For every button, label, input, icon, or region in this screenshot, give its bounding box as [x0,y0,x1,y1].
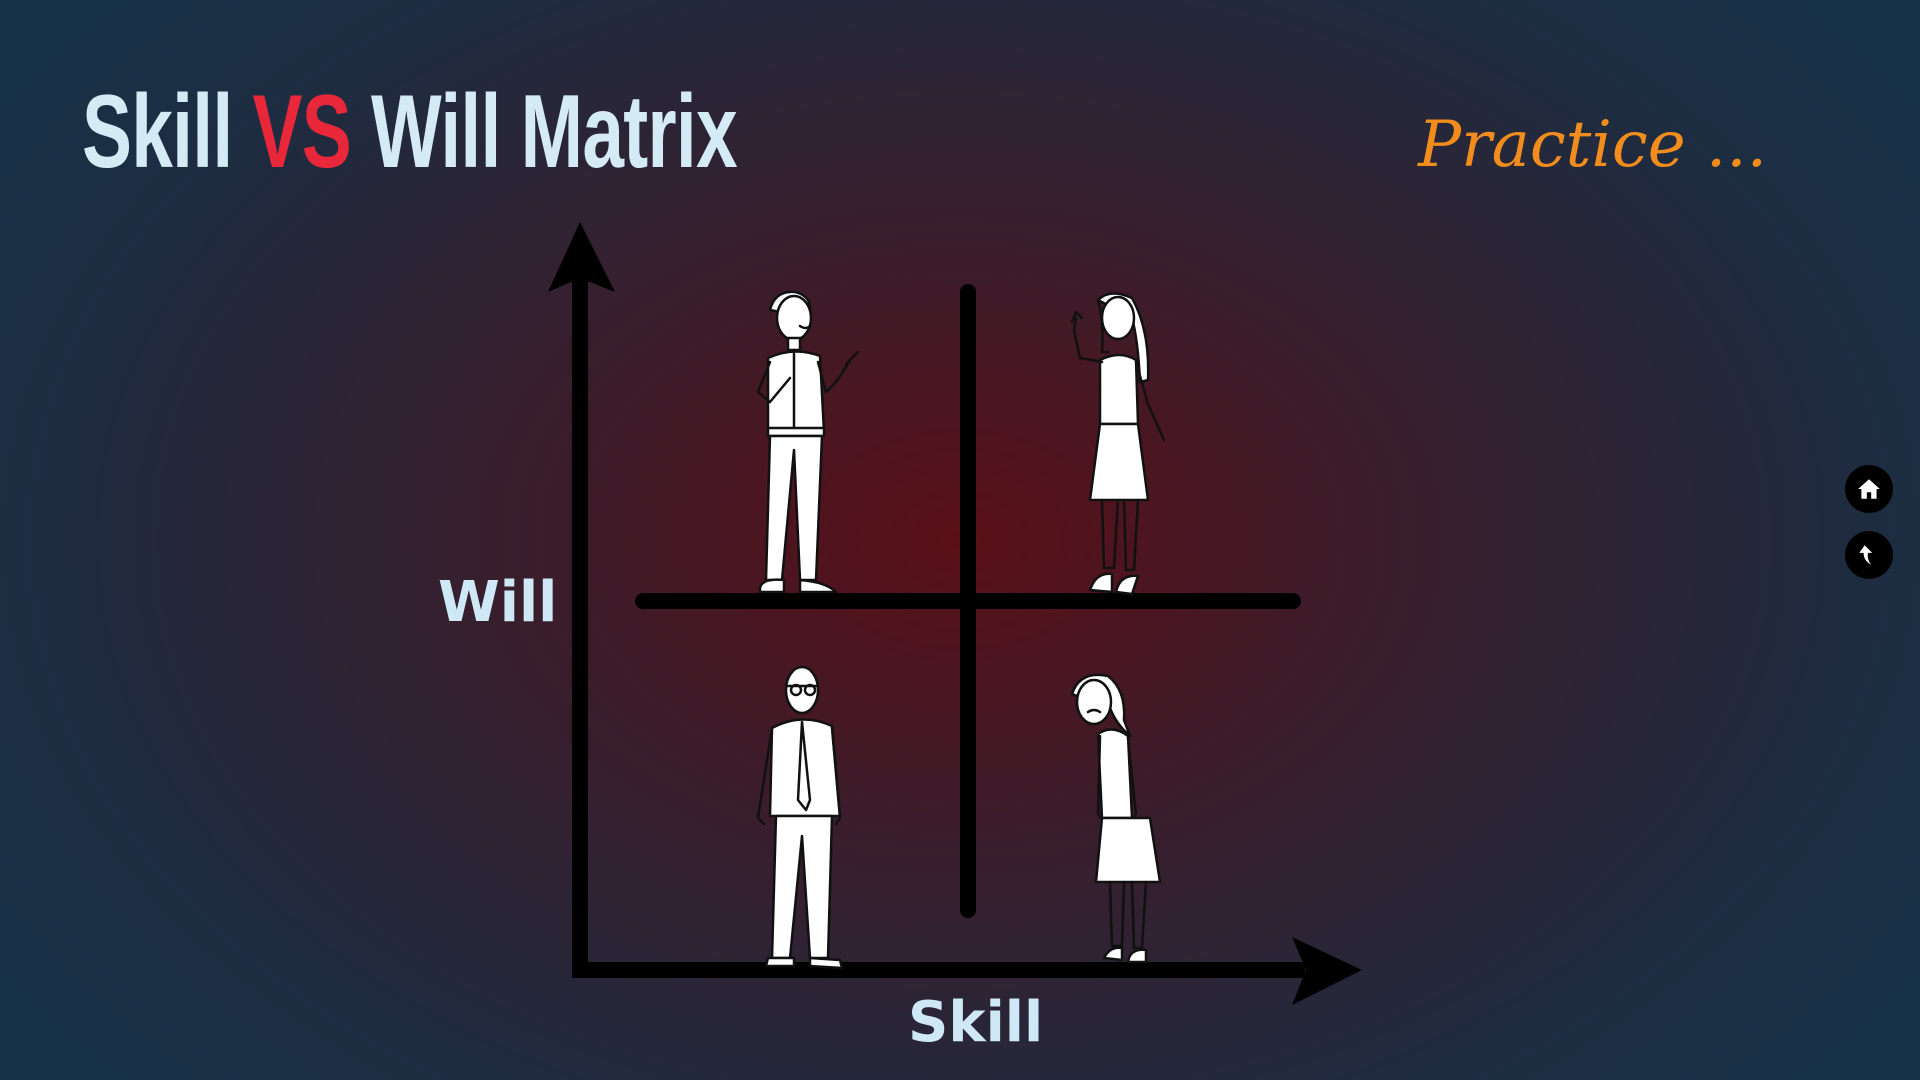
y-axis [548,222,615,970]
title-skill: Skill [82,74,233,190]
stern-older-man-figure [756,665,844,970]
back-arrow-icon [1859,545,1873,565]
enthusiastic-man-figure [756,290,860,594]
x-axis [572,937,1362,1005]
y-axis-label-will: Will [438,570,558,635]
title-vs: VS [252,74,351,190]
x-axis-label-skill: Skill [908,990,1044,1055]
title-will-matrix: Will Matrix [371,74,738,190]
back-button[interactable] [1845,531,1893,579]
slide-title: Skill VS Will Matrix [82,80,738,184]
practice-subtitle: Practice ... [1418,108,1767,182]
home-button[interactable] [1845,465,1893,513]
home-icon [1858,479,1880,499]
confident-woman-figure [1070,292,1166,596]
sad-woman-figure [1070,673,1162,964]
